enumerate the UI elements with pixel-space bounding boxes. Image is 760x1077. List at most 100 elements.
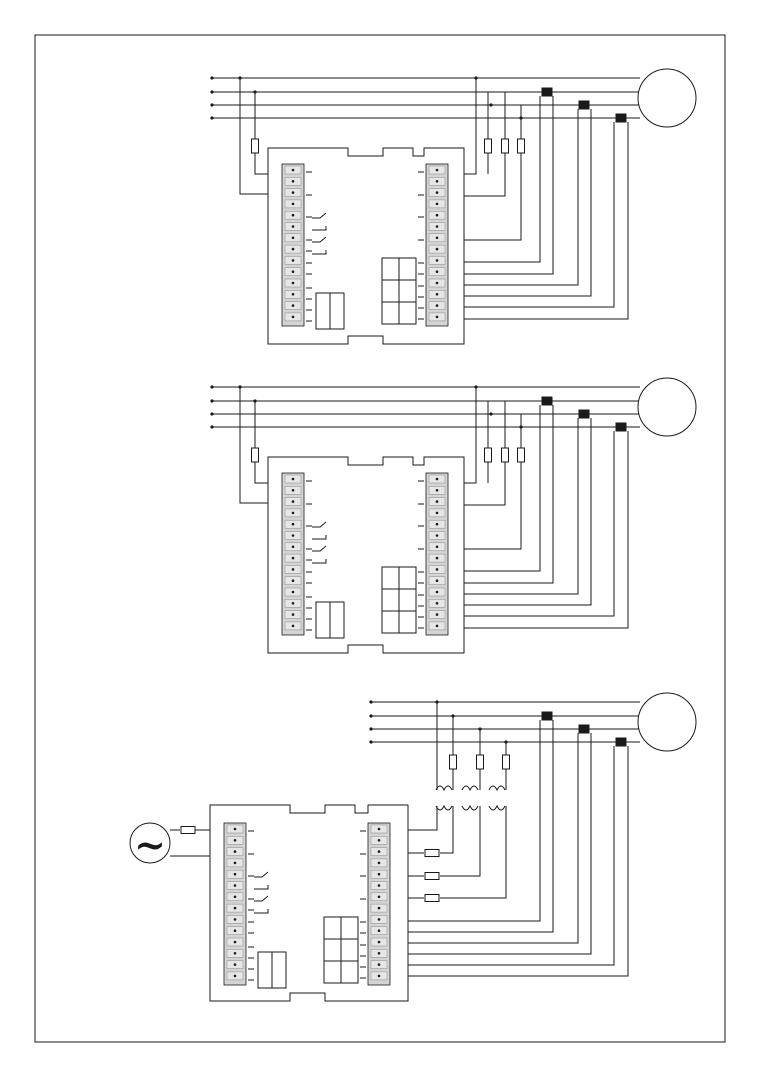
terminal-screw: [436, 293, 439, 296]
terminal-screw: [234, 850, 237, 853]
current-sense-wire: [464, 405, 540, 571]
fuse: [502, 448, 509, 462]
current-transformer-core: [579, 410, 589, 413]
terminal-screw: [234, 828, 237, 831]
current-transformer-core: [616, 114, 626, 117]
current-transformer-core: [616, 428, 626, 431]
terminal-screw: [378, 896, 381, 899]
terminal-screw: [436, 180, 439, 183]
fuse: [450, 755, 457, 769]
terminal-dot: [210, 116, 213, 119]
terminal-screw: [292, 523, 295, 526]
motor-symbol: [638, 69, 696, 127]
current-transformer-core: [579, 415, 589, 418]
junction-dot: [253, 90, 256, 93]
terminal-screw: [292, 625, 295, 628]
terminal-screw: [436, 191, 439, 194]
junction-dot: [489, 412, 492, 415]
terminal-screw: [292, 259, 295, 262]
terminal-dot: [369, 714, 372, 717]
voltage-tap: [464, 105, 521, 240]
current-sense-wire: [408, 720, 540, 921]
ct-primary-coil: [436, 786, 452, 790]
terminal-screw: [292, 225, 295, 228]
terminal-screw: [378, 862, 381, 865]
terminal-screw: [234, 896, 237, 899]
fuse: [252, 448, 259, 462]
terminal-screw: [234, 941, 237, 944]
terminal-dot: [210, 90, 213, 93]
terminal-screw: [292, 568, 295, 571]
terminal-screw: [292, 512, 295, 515]
terminal-screw: [292, 500, 295, 503]
terminal-screw: [292, 478, 295, 481]
current-transformer-core: [579, 730, 589, 733]
current-transformer-core: [542, 397, 552, 400]
variant-1: [210, 69, 696, 344]
fuse: [518, 139, 525, 153]
terminal-screw: [234, 963, 237, 966]
terminal-screw: [292, 534, 295, 537]
terminal-screw: [234, 929, 237, 932]
terminal-screw: [378, 884, 381, 887]
ct-secondary-wire: [440, 806, 453, 853]
terminal-dot: [210, 412, 213, 415]
current-transformer-core: [616, 119, 626, 122]
fuse: [181, 827, 195, 834]
terminal-screw: [436, 248, 439, 251]
terminal-screw: [436, 602, 439, 605]
current-transformer-core: [579, 106, 589, 109]
ct-secondary-wire: [440, 806, 506, 898]
current-transformer-core: [579, 725, 589, 728]
terminal-dot: [210, 399, 213, 402]
fuse: [477, 755, 484, 769]
fuse: [485, 139, 492, 153]
terminal-screw: [436, 237, 439, 240]
ct-primary-coil: [462, 786, 478, 790]
terminal-screw: [378, 929, 381, 932]
terminal-screw: [292, 248, 295, 251]
current-transformer-core: [616, 743, 626, 746]
terminal-screw: [378, 975, 381, 978]
terminal-screw: [292, 591, 295, 594]
terminal-screw: [436, 225, 439, 228]
terminal-dot: [210, 385, 213, 388]
current-transformer-core: [542, 717, 552, 720]
current-sense-wire: [408, 746, 628, 976]
terminal-screw: [436, 478, 439, 481]
fuse: [503, 755, 510, 769]
junction-dot: [238, 385, 241, 388]
fuse: [252, 139, 259, 153]
terminal-screw: [234, 873, 237, 876]
terminal-screw: [436, 316, 439, 319]
terminal-dot: [369, 740, 372, 743]
terminal-screw: [436, 613, 439, 616]
terminal-screw: [292, 191, 295, 194]
terminal-dot: [369, 727, 372, 730]
ct-secondary-coil: [462, 806, 478, 810]
terminal-screw: [292, 316, 295, 319]
current-transformer-core: [616, 738, 626, 741]
terminal-screw: [436, 568, 439, 571]
terminal-screw: [436, 259, 439, 262]
variant-3: [130, 693, 696, 1001]
terminal-screw: [436, 625, 439, 628]
terminal-screw: [436, 512, 439, 515]
terminal-screw: [436, 489, 439, 492]
fuse: [425, 895, 439, 902]
terminal-screw: [292, 214, 295, 217]
ct-primary-coil: [489, 786, 505, 790]
ac-source-symbol: ~: [134, 822, 166, 867]
terminal-screw: [292, 282, 295, 285]
terminal-screw: [292, 546, 295, 549]
terminal-screw: [436, 214, 439, 217]
motor-symbol: [638, 378, 696, 436]
junction-dot: [253, 399, 256, 402]
terminal-screw: [436, 579, 439, 582]
terminal-dot: [369, 700, 372, 703]
terminal-screw: [234, 839, 237, 842]
terminal-screw: [292, 169, 295, 172]
current-sense-wire: [464, 109, 591, 296]
feed-wire: [240, 387, 268, 503]
feed-wire: [240, 78, 268, 194]
